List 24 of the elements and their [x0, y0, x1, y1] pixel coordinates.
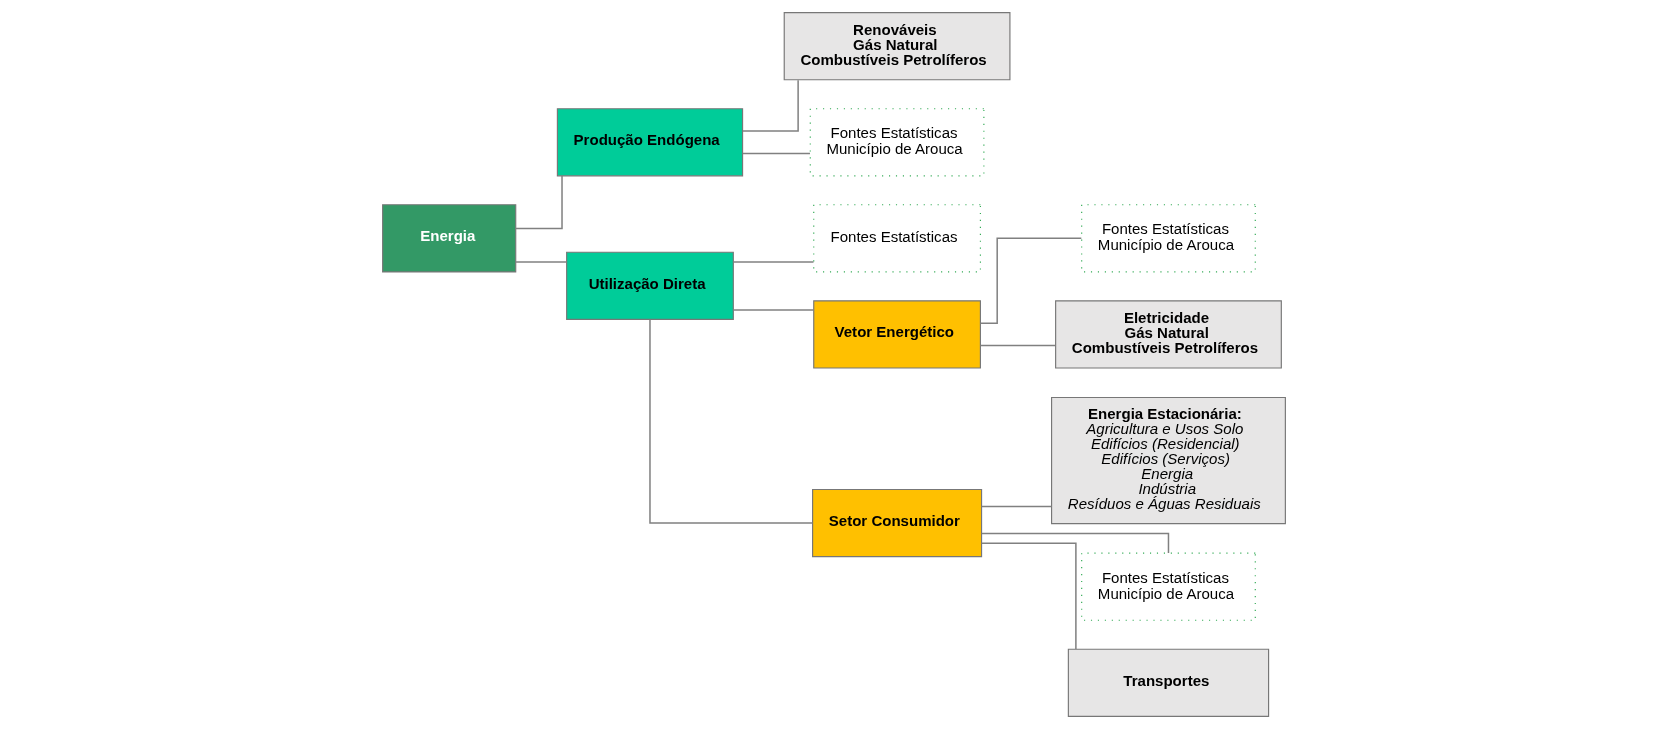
connector — [732, 309, 814, 311]
node-box: Fontes Estatísticas Município de Arouca — [1080, 552, 1256, 621]
connector — [648, 319, 813, 524]
node-box: Vetor Energético — [812, 300, 981, 369]
connector — [514, 261, 567, 263]
node-box: Energia Estacionária: Agricultura e Usos Solo Edifícios (Residencial) Edifícios (Serviços) Energia Indústria Resíduos e Águas Residuais — [1050, 396, 1286, 525]
connector — [514, 175, 563, 230]
node-box: Utilização Direta — [565, 251, 734, 320]
connector — [732, 261, 814, 263]
node-box: Energia — [381, 204, 516, 273]
connector — [741, 152, 811, 155]
node-box: Renováveis Gás Natural Combustíveis Petrolíferos — [783, 12, 1010, 81]
node-box: Setor Consumidor — [811, 488, 982, 558]
connector — [980, 542, 1077, 650]
node-box: Eletricidade Gás Natural Combustíveis Petrolíferos — [1054, 300, 1282, 369]
connector — [979, 344, 1056, 347]
node-box: Fontes Estatísticas Município de Arouca — [809, 108, 984, 177]
connector — [979, 237, 1082, 324]
connector — [741, 79, 799, 132]
node-box: Transportes — [1067, 648, 1269, 717]
node-box: Fontes Estatísticas — [812, 204, 981, 273]
connector — [980, 505, 1052, 508]
node-box: Produção Endógena — [556, 108, 743, 177]
node-box: Fontes Estatísticas Município de Arouca — [1080, 204, 1256, 273]
